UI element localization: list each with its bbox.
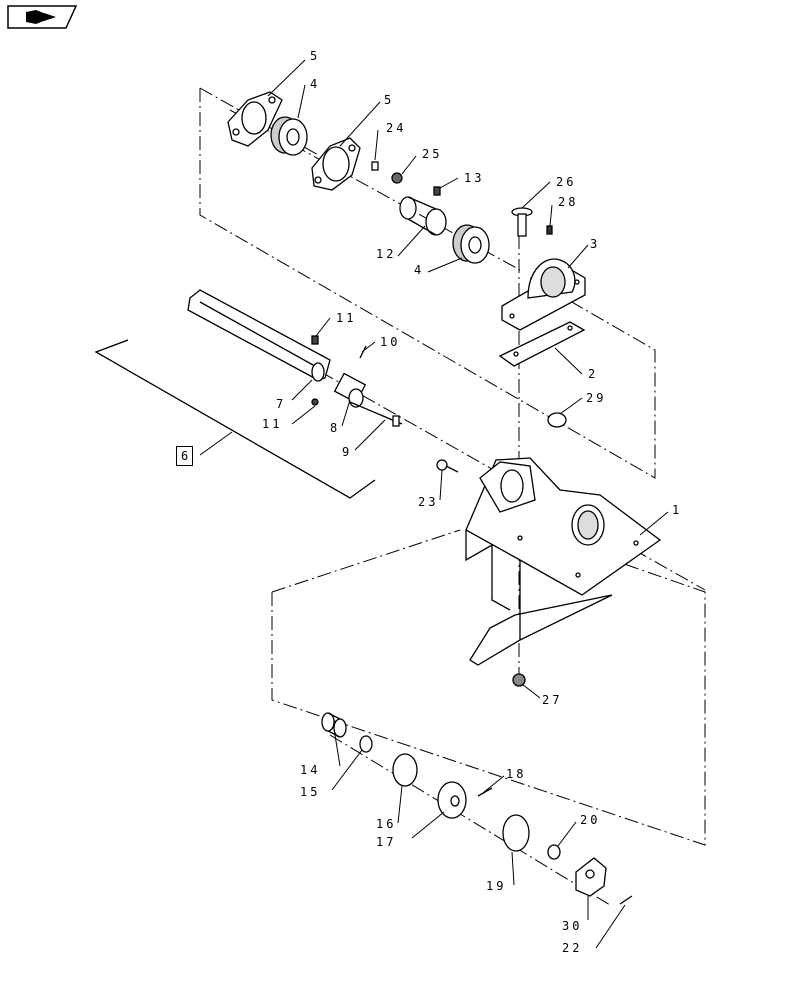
bolt-23 — [436, 459, 459, 473]
snap-ring-15 — [359, 735, 373, 753]
collar-12 — [399, 196, 447, 236]
callout-5-upper: 5 — [310, 49, 321, 63]
callout-28: 28 — [558, 195, 579, 209]
pin-24 — [371, 161, 379, 171]
bearing-4-upper — [270, 116, 308, 156]
screw-18 — [477, 787, 493, 797]
callout-9: 9 — [342, 445, 353, 459]
pillow-block-3 — [501, 258, 586, 331]
o-ring-20 — [547, 844, 561, 860]
main-bracket-1 — [465, 457, 662, 666]
callout-17: 17 — [376, 835, 397, 849]
callout-13: 13 — [464, 171, 485, 185]
carriage-bolt-26 — [511, 207, 533, 237]
callout-11-bottom: 11 — [262, 417, 283, 431]
grease-fitting-28 — [546, 225, 553, 235]
spacer-plate-2 — [498, 321, 586, 367]
set-screw-13 — [433, 186, 441, 196]
set-screw-11-bottom — [311, 398, 319, 406]
assembly-reference-6 — [94, 339, 376, 499]
callout-10: 10 — [380, 335, 401, 349]
callout-22: 22 — [562, 941, 583, 955]
retaining-ring-19 — [502, 814, 530, 852]
callout-18: 18 — [506, 767, 527, 781]
sensor-30 — [575, 857, 607, 897]
callout-6-boxed: 6 — [176, 446, 194, 466]
nut-25 — [391, 172, 403, 184]
callout-24: 24 — [386, 121, 407, 135]
callout-11-top: 11 — [336, 311, 357, 325]
callout-7: 7 — [276, 397, 287, 411]
flange-bearing-5-middle — [311, 137, 361, 191]
coupler-8 — [333, 372, 367, 408]
callout-4-middle: 4 — [414, 263, 425, 277]
callout-14: 14 — [300, 763, 321, 777]
callout-8: 8 — [330, 421, 341, 435]
book-arrow-icon — [7, 5, 78, 29]
o-ring-16 — [392, 753, 418, 787]
callout-4-upper: 4 — [310, 77, 321, 91]
callout-23: 23 — [418, 495, 439, 509]
callout-29: 29 — [586, 391, 607, 405]
callout-20: 20 — [580, 813, 601, 827]
callout-26: 26 — [556, 175, 577, 189]
disc-17 — [437, 781, 467, 819]
bolt-9 — [349, 401, 403, 427]
callout-5-middle: 5 — [384, 93, 395, 107]
flange-bearing-5-upper — [227, 91, 283, 147]
callout-2: 2 — [588, 367, 599, 381]
callout-12: 12 — [376, 247, 397, 261]
bushing-14 — [321, 712, 347, 738]
bearing-4-middle — [452, 224, 490, 264]
roll-pin-10 — [359, 345, 367, 359]
hex-shaft-7 — [187, 289, 331, 382]
callout-1: 1 — [672, 503, 683, 517]
callout-27: 27 — [542, 693, 563, 707]
screw-22 — [619, 895, 633, 905]
callout-16: 16 — [376, 817, 397, 831]
o-ring-29 — [547, 412, 567, 428]
back-to-index-tab[interactable] — [6, 4, 78, 30]
callout-19: 19 — [486, 879, 507, 893]
callout-15: 15 — [300, 785, 321, 799]
callout-30: 30 — [562, 919, 583, 933]
callout-3: 3 — [590, 237, 601, 251]
nut-27 — [512, 673, 526, 687]
callout-25: 25 — [422, 147, 443, 161]
set-screw-11-top — [311, 335, 319, 345]
